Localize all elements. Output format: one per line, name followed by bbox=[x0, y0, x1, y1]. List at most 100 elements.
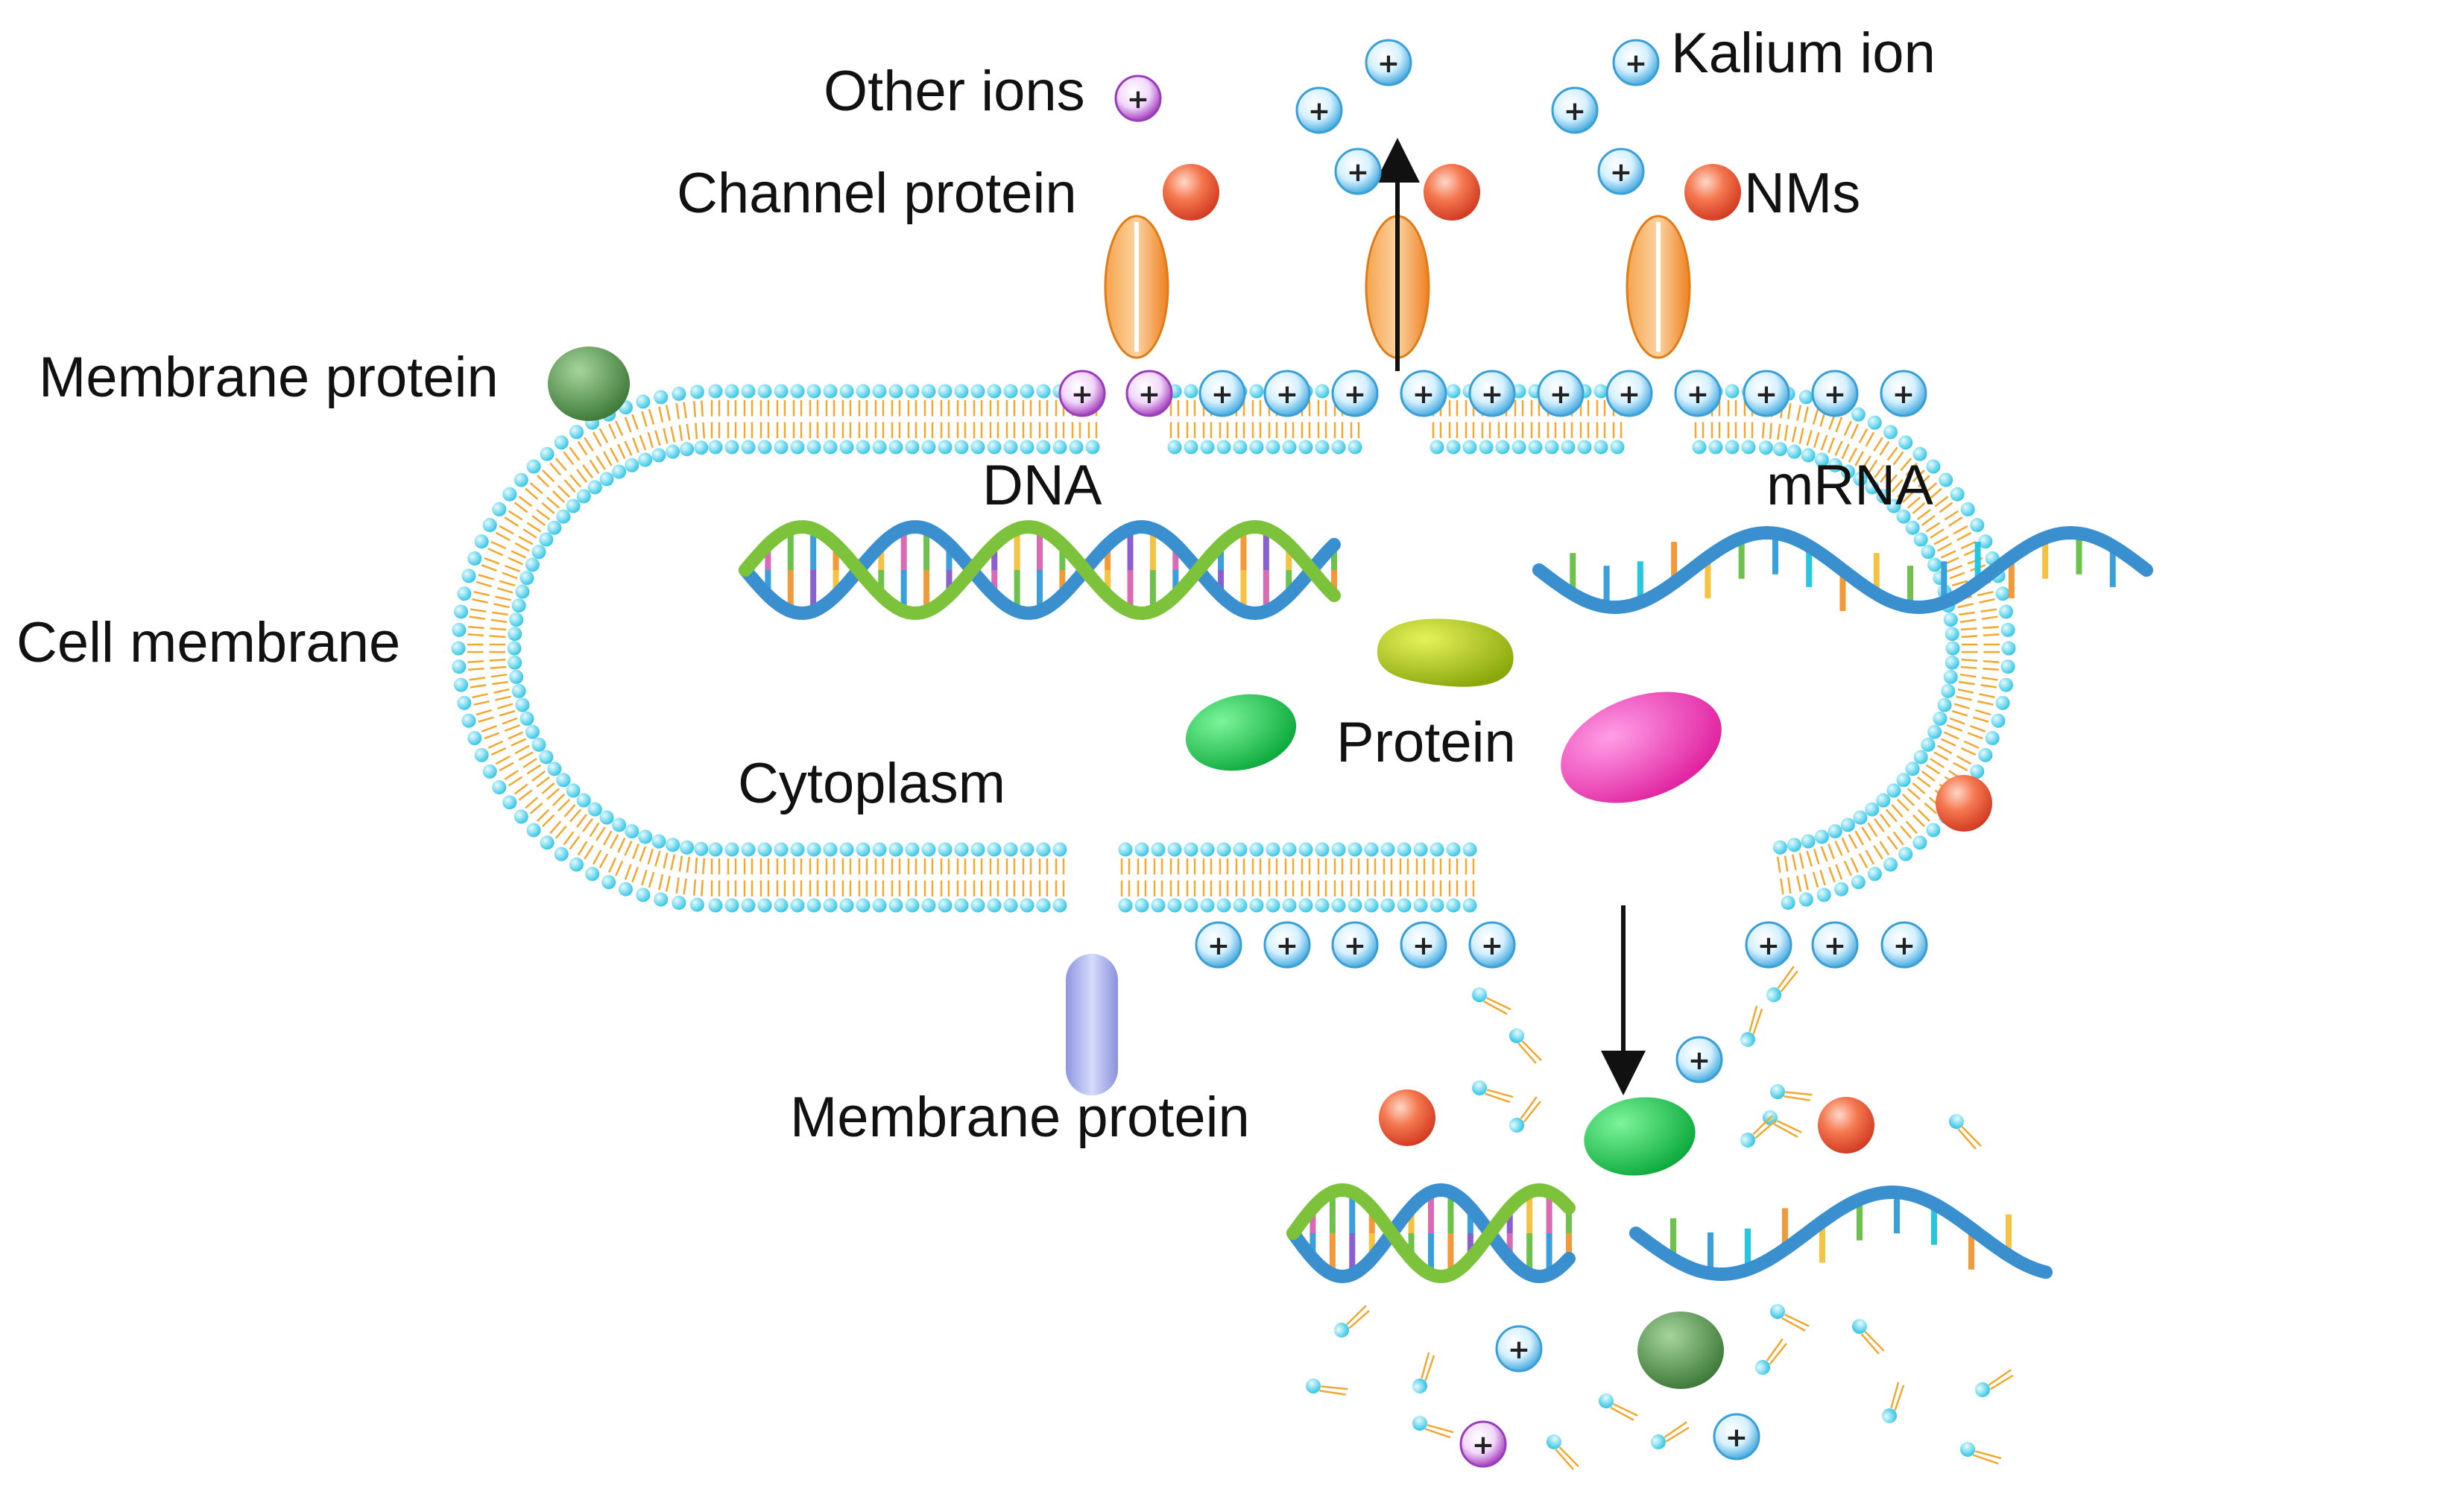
kalium-ion-icon: + bbox=[1674, 370, 1722, 417]
kalium-ion-icon: + bbox=[1537, 370, 1585, 417]
svg-text:+: + bbox=[1481, 379, 1503, 410]
label-protein: Protein bbox=[1336, 711, 1516, 774]
svg-text:+: + bbox=[1412, 931, 1435, 961]
svg-text:+: + bbox=[1276, 379, 1298, 410]
kalium-ion-icon: + bbox=[1675, 1036, 1723, 1083]
svg-text:+: + bbox=[1688, 1045, 1710, 1076]
svg-text:+: + bbox=[1344, 379, 1366, 410]
kalium-ion-icon: + bbox=[1495, 1325, 1543, 1373]
kalium-ion-icon: + bbox=[1468, 370, 1516, 417]
svg-text:+: + bbox=[1564, 96, 1586, 127]
cell-membrane-bilayer bbox=[451, 384, 2016, 913]
svg-text:+: + bbox=[1138, 379, 1160, 410]
kalium-ion-icon: + bbox=[1198, 370, 1246, 417]
protein-blob-icon bbox=[1377, 618, 1514, 687]
membrane-protein-icon bbox=[1066, 954, 1118, 1095]
kalium-ion-icon: + bbox=[1400, 921, 1447, 969]
kalium-ion-icon: + bbox=[1400, 370, 1447, 417]
lipid-fragment-icon bbox=[1852, 1319, 1885, 1355]
svg-text:+: + bbox=[1472, 1430, 1494, 1461]
nm-particle-icon bbox=[1163, 164, 1219, 221]
nm-particles bbox=[1163, 164, 1992, 1154]
label-other-ions: Other ions bbox=[824, 60, 1085, 123]
kalium-ion-icon: + bbox=[1263, 370, 1311, 417]
svg-text:+: + bbox=[1276, 931, 1298, 961]
label-channel-protein: Channel protein bbox=[677, 162, 1077, 225]
kalium-ion-icon: + bbox=[1745, 921, 1792, 969]
nm-particle-icon bbox=[1379, 1089, 1435, 1146]
label-nms: NMs bbox=[1744, 162, 1860, 225]
membrane-protein-icon bbox=[548, 346, 630, 421]
lipid-fragment-icon bbox=[1740, 1005, 1763, 1047]
svg-text:+: + bbox=[1824, 379, 1846, 410]
label-membrane-protein-bottom: Membrane protein bbox=[790, 1086, 1250, 1149]
kalium-ion-icon: + bbox=[1334, 148, 1382, 195]
nm-particle-icon bbox=[1818, 1097, 1874, 1154]
kalium-ion-icon: + bbox=[1612, 39, 1660, 86]
lipid-fragment-icon bbox=[1651, 1421, 1690, 1449]
svg-text:+: + bbox=[1757, 931, 1780, 961]
label-cytoplasm: Cytoplasm bbox=[738, 752, 1005, 815]
svg-text:+: + bbox=[1308, 96, 1330, 127]
svg-text:+: + bbox=[1481, 931, 1503, 961]
lipid-fragment-icon bbox=[1599, 1393, 1638, 1421]
kalium-ion-icon: + bbox=[1365, 39, 1412, 86]
lipid-fragment-icon bbox=[1412, 1416, 1454, 1439]
svg-text:+: + bbox=[1625, 48, 1647, 79]
svg-text:+: + bbox=[1893, 931, 1915, 961]
lipid-fragment-icon bbox=[1766, 966, 1798, 1002]
kalium-ion-icon: + bbox=[1331, 921, 1379, 969]
nm-particle-icon bbox=[1684, 164, 1741, 221]
svg-text:+: + bbox=[1824, 931, 1846, 961]
protein-blob-icon bbox=[1185, 694, 1297, 771]
label-dna: DNA bbox=[982, 454, 1102, 517]
lipid-fragment-icon bbox=[1770, 1084, 1813, 1101]
svg-text:+: + bbox=[1755, 379, 1778, 410]
lipid-fragment-icon bbox=[1412, 1352, 1435, 1393]
dna-helix-icon bbox=[739, 519, 1341, 621]
kalium-ion-icon: + bbox=[1880, 921, 1928, 969]
kalium-ion-icon: + bbox=[1605, 370, 1653, 417]
label-mrna: mRNA bbox=[1766, 454, 1933, 517]
other-ion-icon: + bbox=[1459, 1420, 1507, 1468]
label-kalium-ion: Kalium ion bbox=[1671, 22, 1936, 85]
kalium-ion-icon: + bbox=[1811, 370, 1859, 417]
nm-particle-icon bbox=[1936, 775, 1992, 832]
svg-text:+: + bbox=[1412, 379, 1435, 410]
kalium-ion-icon: + bbox=[1331, 370, 1379, 417]
lipid-fragment-icon bbox=[1975, 1369, 2014, 1397]
other-ion-icon: + bbox=[1125, 370, 1173, 417]
kalium-ion-icon: + bbox=[1295, 86, 1343, 134]
mrna-strand-icon bbox=[1629, 1185, 2053, 1282]
lipid-fragment-icon bbox=[1547, 1434, 1579, 1470]
svg-text:+: + bbox=[1127, 84, 1149, 115]
protein-blob-icon bbox=[1584, 1097, 1696, 1176]
channel-protein-icon bbox=[1626, 215, 1691, 359]
kalium-ion-icon: + bbox=[1263, 921, 1311, 969]
channel-protein-icon bbox=[1104, 215, 1169, 359]
other-ion-icon: + bbox=[1058, 370, 1106, 417]
lipid-fragment-icon bbox=[1306, 1379, 1348, 1396]
kalium-ion-icon: + bbox=[1551, 86, 1599, 134]
svg-text:+: + bbox=[1211, 379, 1233, 410]
membrane-protein-icon bbox=[1637, 1311, 1724, 1389]
svg-text:+: + bbox=[1071, 379, 1093, 410]
lipid-fragment-icon bbox=[1472, 1080, 1514, 1104]
kalium-ion-icon: + bbox=[1597, 148, 1645, 195]
kalium-ion-icon: + bbox=[1195, 921, 1242, 969]
svg-text:+: + bbox=[1892, 379, 1915, 410]
lipid-fragment-icon bbox=[1763, 1110, 1802, 1138]
kalium-ion-icon: + bbox=[1811, 921, 1859, 969]
mrna-strand-icon bbox=[1532, 525, 2153, 615]
lipid-fragment-icon bbox=[1472, 987, 1511, 1015]
kalium-ion-icon: + bbox=[1713, 1413, 1760, 1461]
svg-text:+: + bbox=[1618, 379, 1640, 410]
svg-text:+: + bbox=[1725, 1423, 1748, 1453]
kalium-ion-icon: + bbox=[1468, 921, 1516, 969]
svg-text:+: + bbox=[1550, 379, 1572, 410]
label-membrane-protein: Membrane protein bbox=[39, 346, 499, 409]
svg-text:+: + bbox=[1508, 1335, 1530, 1365]
svg-text:+: + bbox=[1207, 931, 1230, 961]
kalium-ion-icon: + bbox=[1743, 370, 1790, 417]
